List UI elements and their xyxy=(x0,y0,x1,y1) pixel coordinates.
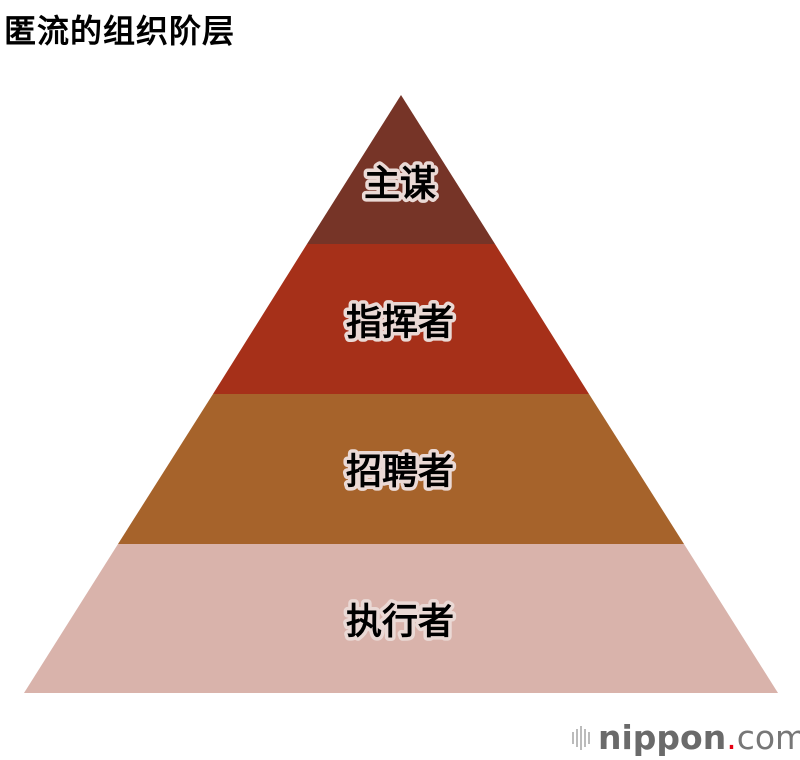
nippon-logo: nippon.com xyxy=(572,718,800,757)
level-label-mastermind: 主谋 xyxy=(364,164,436,205)
level-label-recruiter: 招聘者 xyxy=(346,452,454,493)
pyramid-level-4 xyxy=(24,544,778,693)
level-label-executor: 执行者 xyxy=(346,602,454,643)
logo-name: nippon xyxy=(598,718,727,757)
page-title: 匿流的组织阶层 xyxy=(4,12,236,50)
pyramid-level-2 xyxy=(213,244,589,394)
logo-suffix: com xyxy=(736,718,800,757)
level-label-commander: 指挥者 xyxy=(346,303,454,344)
logo-dot: . xyxy=(726,718,737,757)
sound-bars-icon xyxy=(572,725,590,750)
pyramid-level-3 xyxy=(118,394,684,544)
pyramid-level-1 xyxy=(307,95,495,244)
